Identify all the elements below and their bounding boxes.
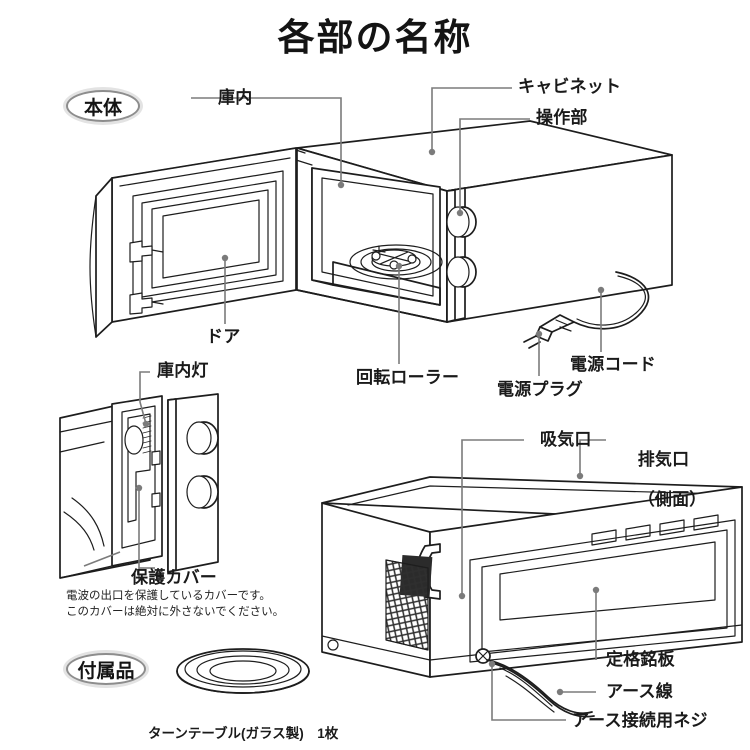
badge-main-unit-label: 本体 [83, 97, 122, 119]
label-exhaust-port-line2: （側面） [637, 490, 707, 510]
main-unit-illustration [89, 120, 673, 349]
leader-lines [83, 87, 606, 721]
label-ground-wire: アース線 [606, 682, 673, 701]
label-rating-plate: 定格銘板 [606, 650, 675, 669]
label-ground-screw: アース接続用ネジ [572, 711, 708, 730]
rotating-roller-art [371, 245, 417, 270]
page-title: 各部の名称 [277, 17, 473, 58]
label-control-panel: 操作部 [536, 108, 588, 127]
label-exhaust-port: 排気口 （側面） [618, 430, 707, 530]
label-protective-cover: 保護カバー [131, 568, 217, 587]
label-exhaust-port-line1: 排気口 [637, 450, 690, 470]
note-protective-cover-line2: このカバーは絶対に外さないでください。 [66, 606, 285, 618]
badge-main-unit: 本体 [66, 90, 140, 122]
ground-wire-art [475, 648, 595, 718]
turntable-illustration [176, 648, 310, 694]
label-power-cord: 電源コード [570, 355, 656, 374]
label-power-plug: 電源プラグ [497, 380, 583, 399]
label-rotating-roller: 回転ローラー [356, 368, 460, 387]
label-door: ドア [206, 327, 241, 346]
label-cavity: 庫内 [218, 88, 253, 107]
badge-accessories: 付属品 [66, 653, 146, 685]
power-cord-art [523, 271, 650, 349]
accessory-caption: ターンテーブル(ガラス製) 1枚 [148, 726, 339, 741]
protective-cover-detail-illustration [59, 393, 219, 579]
control-panel-art [446, 187, 477, 323]
door-art [89, 147, 297, 338]
rear-view-illustration [321, 476, 743, 718]
label-air-intake: 吸気口 [540, 430, 592, 449]
label-interior-light: 庫内灯 [157, 361, 209, 380]
note-protective-cover-line1: 電波の出口を保護しているカバーです。 [66, 590, 271, 602]
label-cabinet: キャビネット [518, 77, 622, 96]
badge-accessories-label: 付属品 [77, 660, 135, 682]
